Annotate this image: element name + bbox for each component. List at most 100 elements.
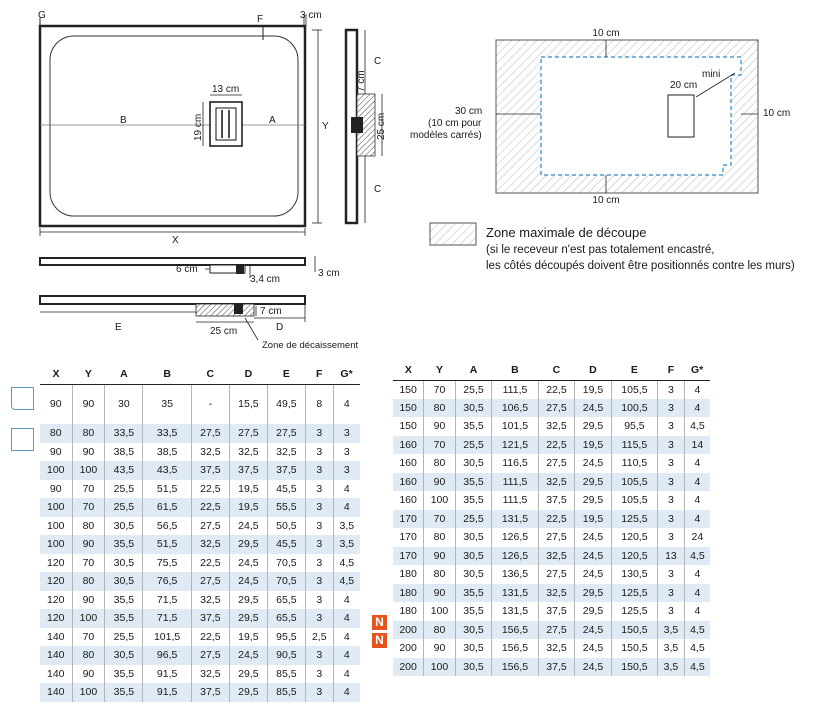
table-cell: 25,5 bbox=[454, 380, 492, 399]
table-cell: 30,5 bbox=[454, 528, 492, 547]
table-cell: 32,5 bbox=[266, 442, 306, 461]
table-cell: 85,5 bbox=[266, 683, 306, 702]
table-cell: 126,5 bbox=[491, 546, 539, 565]
table-cell: - bbox=[190, 384, 230, 424]
table-cell: 3 bbox=[304, 590, 334, 609]
column-header: B bbox=[142, 364, 192, 385]
table-cell: 3 bbox=[332, 461, 360, 480]
table-cell: 90 bbox=[71, 535, 105, 554]
table-cell: 4 bbox=[683, 509, 710, 528]
legend-title: Zone maximale de découpe bbox=[486, 225, 647, 240]
table-cell: 4 bbox=[683, 454, 710, 473]
top-view-drawing bbox=[38, 14, 322, 236]
table-cell: 120,5 bbox=[610, 528, 658, 547]
table-cell: 170 bbox=[393, 546, 424, 565]
table-cell: 35,5 bbox=[104, 683, 143, 702]
table-cell: 116,5 bbox=[491, 454, 539, 473]
label-mini-value: 20 cm bbox=[670, 80, 698, 91]
table-cell: 30,5 bbox=[454, 546, 492, 565]
table-cell: 115,5 bbox=[610, 435, 658, 454]
table-cell: 4 bbox=[683, 398, 710, 417]
table-cell: 30,5 bbox=[454, 639, 492, 658]
table-cell: 106,5 bbox=[491, 398, 539, 417]
table-cell: 90,5 bbox=[266, 646, 306, 665]
label-3cm: 3 cm bbox=[318, 268, 340, 279]
table-cell: 27,5 bbox=[190, 424, 230, 443]
label-25cm-side: 25 cm bbox=[376, 112, 387, 140]
table-cell: 27,5 bbox=[537, 565, 575, 584]
label-c-top: C bbox=[374, 56, 382, 67]
table-cell: 29,5 bbox=[228, 590, 268, 609]
table-cell: 35,5 bbox=[104, 590, 143, 609]
table-cell: 160 bbox=[393, 435, 424, 454]
table-cell: 125,5 bbox=[610, 583, 658, 602]
column-header: X bbox=[393, 360, 424, 381]
table-cell: 43,5 bbox=[142, 461, 192, 480]
table-cell: 121,5 bbox=[491, 435, 539, 454]
table-cell: 3,5 bbox=[657, 657, 685, 676]
table-cell: 3 bbox=[657, 454, 685, 473]
label-cut-left: 30 cm bbox=[455, 106, 483, 117]
table-cell: 4 bbox=[683, 472, 710, 491]
table-cell: 180 bbox=[399, 568, 417, 581]
new-badge-1: N bbox=[372, 615, 387, 630]
table-cell: 100 bbox=[40, 461, 72, 480]
table-cell: 30,5 bbox=[454, 398, 492, 417]
table-cell: 3 bbox=[657, 417, 685, 436]
table-cell: 3 bbox=[332, 442, 360, 461]
column-header: X bbox=[40, 364, 72, 385]
profile-drawing-1 bbox=[39, 256, 316, 278]
label-y: Y bbox=[322, 121, 329, 132]
table-cell: 37,5 bbox=[537, 602, 575, 621]
table-cell: 29,5 bbox=[574, 602, 612, 621]
table-cell: 90 bbox=[49, 445, 62, 458]
table-cell: 35,5 bbox=[104, 664, 143, 683]
table-cell: 90 bbox=[49, 398, 62, 411]
square-shape-icon bbox=[11, 428, 34, 451]
table-cell: 200 bbox=[393, 657, 424, 676]
table-cell: 14 bbox=[683, 435, 710, 454]
table-cell: 80 bbox=[71, 424, 105, 443]
table-cell: 126,5 bbox=[491, 528, 539, 547]
table-cell: 35,5 bbox=[454, 491, 492, 510]
table-cell: 27,5 bbox=[228, 424, 268, 443]
table-cell: 3 bbox=[304, 424, 334, 443]
table-cell: 4,5 bbox=[683, 546, 710, 565]
label-cut-top: 10 cm bbox=[592, 28, 620, 39]
table-cell: 70 bbox=[423, 380, 456, 399]
table-cell: 150,5 bbox=[610, 639, 658, 658]
table-cell: 24 bbox=[683, 528, 710, 547]
label-f: F bbox=[257, 14, 264, 25]
table-cell: 95,5 bbox=[266, 627, 306, 646]
table-cell: 80 bbox=[423, 565, 456, 584]
label-a: A bbox=[269, 115, 276, 126]
table-cell: 70 bbox=[71, 498, 105, 517]
table-cell: 85,5 bbox=[266, 664, 306, 683]
table-cell: 100 bbox=[423, 602, 456, 621]
table-cell: 3,5 bbox=[657, 620, 685, 639]
table-cell: 156,5 bbox=[491, 657, 539, 676]
table-cell: 4 bbox=[683, 602, 710, 621]
table-cell: 24,5 bbox=[228, 572, 268, 591]
table-cell: 30,5 bbox=[104, 646, 143, 665]
table-cell: 3 bbox=[657, 509, 685, 528]
cut-plan-drawing bbox=[495, 39, 759, 194]
table-cell: 3 bbox=[304, 572, 334, 591]
table-cell: 25,5 bbox=[104, 498, 143, 517]
table-cell: 105,5 bbox=[610, 491, 658, 510]
table-cell: 70,5 bbox=[266, 553, 306, 572]
table-cell: 4,5 bbox=[683, 417, 710, 436]
table-cell: 4 bbox=[332, 498, 360, 517]
table-cell: 105,5 bbox=[610, 472, 658, 491]
table-cell: 105,5 bbox=[610, 380, 658, 399]
table-cell: 27,5 bbox=[537, 620, 575, 639]
table-cell: 4,5 bbox=[332, 572, 360, 591]
